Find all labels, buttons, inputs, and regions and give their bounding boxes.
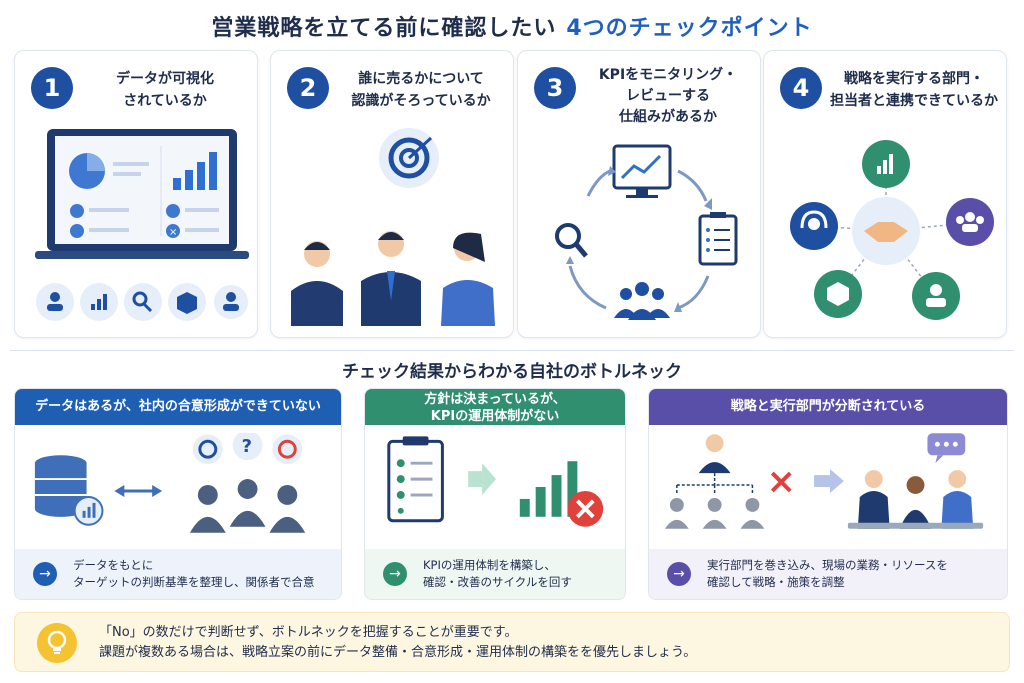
strategy-execution-gap-illustration xyxy=(664,433,984,529)
advice-line: 課題が複数ある場合は、戦略立案の前にデータ整備・合意形成・運用体制の構築をを優先… xyxy=(99,645,697,660)
checkpoint-title: 戦略を実行する部門・ 担当者と連携できているか xyxy=(828,68,1000,112)
solution-line: 実行部門を巻き込み、現場の業務・リソースを xyxy=(707,558,948,572)
bottleneck-panel-2: 方針は決まっているが、 KPIの運用体制がない → KPIの運用体制を構築し、 … xyxy=(364,388,626,600)
bottleneck-solution: → データをもとに ターゲットの判断基準を整理し、関係者で合意 xyxy=(15,549,341,599)
bottleneck-header: データはあるが、社内の合意形成ができていない xyxy=(15,389,341,425)
bottleneck-header: 戦略と実行部門が分断されている xyxy=(649,389,1007,425)
checkpoint-title: KPIをモニタリング・ レビューする 仕組みがあるか xyxy=(582,65,754,128)
arrow-right-icon: → xyxy=(667,562,691,586)
solution-text: KPIの運用体制を構築し、 確認・改善のサイクルを回す xyxy=(423,557,572,591)
checkpoint-card-4: 4 戦略を実行する部門・ 担当者と連携できているか xyxy=(763,50,1007,338)
laptop-dashboard-illustration: × xyxy=(35,129,249,321)
data-vs-team-illustration: ? xyxy=(34,433,306,533)
checkpoint-number: 4 xyxy=(780,67,822,109)
team-target-illustration xyxy=(291,128,495,326)
checkpoint-number: 1 xyxy=(31,67,73,109)
checkpoint-title: 誰に売るかについて 認識がそろっているか xyxy=(335,68,507,112)
bottleneck-header-text: 戦略と実行部門が分断されている xyxy=(730,399,926,414)
checkpoint-title-line: 担当者と連携できているか xyxy=(830,93,998,109)
bottleneck-header-text: データはあるが、社内の合意形成ができていない xyxy=(35,399,321,414)
bottleneck-panel-1: データはあるが、社内の合意形成ができていない ? → データをもとに ターゲット… xyxy=(14,388,342,600)
kpi-missing-illustration xyxy=(387,436,604,527)
solution-line: KPIの運用体制を構築し、 xyxy=(423,558,556,572)
bottleneck-solution: → KPIの運用体制を構築し、 確認・改善のサイクルを回す xyxy=(365,549,625,599)
solution-text: 実行部門を巻き込み、現場の業務・リソースを 確認して戦略・施策を調整 xyxy=(707,557,948,591)
solution-text: データをもとに ターゲットの判断基準を整理し、関係者で合意 xyxy=(73,557,315,591)
title-accent: 4つのチェックポイント xyxy=(566,16,813,41)
arrow-right-icon: → xyxy=(33,562,57,586)
checkpoint-title-line: 認識がそろっているか xyxy=(351,93,491,109)
solution-line: ターゲットの判断基準を整理し、関係者で合意 xyxy=(73,575,315,589)
kpi-cycle-illustration xyxy=(555,144,738,320)
title-main: 営業戦略を立てる前に確認したい xyxy=(211,16,557,41)
checkpoint-number: 3 xyxy=(534,67,576,109)
checkpoint-title-line: データが可視化 xyxy=(116,71,214,87)
arrow-right-icon: → xyxy=(383,562,407,586)
solution-line: 確認して戦略・施策を調整 xyxy=(707,575,845,589)
checkpoint-title-line: 戦略を実行する部門・ xyxy=(844,71,984,87)
checkpoint-title: データが可視化 されているか xyxy=(79,68,251,112)
advice-line: 「No」の数だけで判断せず、ボトルネックを把握することが重要です。 xyxy=(99,625,518,640)
checkpoint-title-line: 仕組みがあるか xyxy=(619,109,717,125)
bottleneck-header-text: 方針は決まっているが、 xyxy=(424,392,566,407)
svg-text:×: × xyxy=(169,227,177,238)
bottleneck-section-title: チェック結果からわかる自社のボトルネック xyxy=(342,362,682,382)
checkpoint-title-line: レビューする xyxy=(626,88,710,104)
bottleneck-panel-3: 戦略と実行部門が分断されている → 実行部門を巻き込み、現場の業務・リソースを … xyxy=(648,388,1008,600)
checkpoint-card-3: 3 KPIをモニタリング・ レビューする 仕組みがあるか xyxy=(517,50,761,338)
bottleneck-header-text: KPIの運用体制がない xyxy=(430,409,560,424)
collaboration-network-illustration xyxy=(790,140,994,320)
checkpoint-title-line: されているか xyxy=(123,93,207,109)
bottleneck-header: 方針は決まっているが、 KPIの運用体制がない xyxy=(365,389,625,425)
solution-line: データをもとに xyxy=(73,558,154,572)
page-title: 営業戦略を立てる前に確認したい 4つのチェックポイント xyxy=(0,10,1024,42)
svg-text:?: ? xyxy=(242,436,252,457)
bottleneck-solution: → 実行部門を巻き込み、現場の業務・リソースを 確認して戦略・施策を調整 xyxy=(649,549,1007,599)
checkpoint-number: 2 xyxy=(287,67,329,109)
checkpoint-card-1: 1 データが可視化 されているか × xyxy=(14,50,258,338)
checkpoint-title-line: KPIをモニタリング・ xyxy=(598,67,738,83)
checkpoint-card-2: 2 誰に売るかについて 認識がそろっているか xyxy=(270,50,514,338)
advice-text: 「No」の数だけで判断せず、ボトルネックを把握することが重要です。 課題が複数あ… xyxy=(99,623,696,663)
checkpoint-title-line: 誰に売るかについて xyxy=(358,71,484,87)
solution-line: 確認・改善のサイクルを回す xyxy=(423,575,572,589)
advice-note: 「No」の数だけで判断せず、ボトルネックを把握することが重要です。 課題が複数あ… xyxy=(14,612,1010,672)
lightbulb-icon xyxy=(37,623,77,663)
section-divider xyxy=(10,350,1014,351)
